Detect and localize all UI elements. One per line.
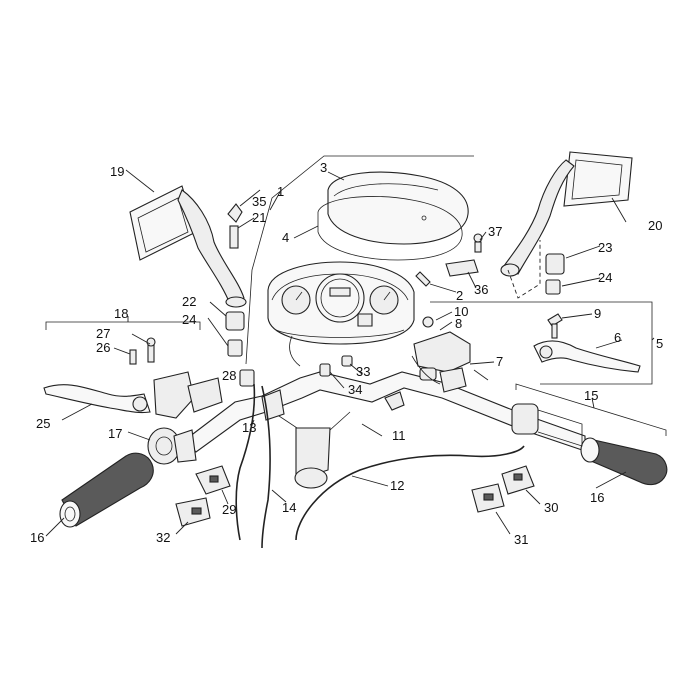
screw-9: [547, 313, 563, 339]
switch-30: [501, 465, 535, 495]
callout-33: 33: [356, 364, 370, 379]
cluster-gasket: [317, 196, 463, 261]
leader-lines: [45, 169, 655, 537]
nut-10: [422, 316, 434, 328]
callout-11: 11: [392, 428, 406, 443]
callout-35: 35: [252, 194, 266, 209]
callout-31: 31: [514, 532, 528, 547]
callout-24-right: 24: [598, 270, 612, 285]
callout-10: 10: [454, 304, 468, 319]
mirror-bracket-dashed: [507, 240, 541, 299]
callout-30: 30: [544, 500, 558, 515]
switch-31: [471, 483, 505, 513]
callout-19: 19: [110, 164, 124, 179]
callout-20: 20: [648, 218, 662, 233]
callout-24-left: 24: [182, 312, 196, 327]
callout-7: 7: [496, 354, 503, 369]
nut-34: [319, 363, 331, 377]
bracket-18: [45, 321, 201, 330]
switch-32: [175, 497, 211, 527]
right-mirror: [500, 151, 633, 277]
wire-harness: [289, 335, 441, 385]
callout-36: 36: [474, 282, 488, 297]
cable-13: [235, 383, 256, 541]
master-cylinder: [413, 331, 489, 393]
callout-1: 1: [277, 184, 284, 199]
callout-22: 22: [182, 294, 196, 309]
callout-28: 28: [222, 368, 236, 383]
right-grip: [580, 437, 668, 486]
mirror-spacer-left: [225, 311, 245, 357]
right-brake-lever: [533, 340, 641, 373]
mirror-spacer-right: [545, 253, 565, 295]
nut-33: [341, 355, 353, 367]
left-lever-bracket: [129, 337, 195, 419]
right-throttle-tube: [511, 403, 583, 447]
left-mirror: [129, 185, 247, 308]
screw-37: [473, 233, 483, 253]
callout-29: 29: [222, 502, 236, 517]
callout-6: 6: [614, 330, 621, 345]
callout-27: 27: [96, 326, 110, 341]
callout-2: 2: [456, 288, 463, 303]
left-grip: [59, 452, 154, 528]
callout-26: 26: [96, 340, 110, 355]
connector-36: [445, 259, 479, 277]
callout-14: 14: [282, 500, 296, 515]
callout-5: 5: [656, 336, 663, 351]
callout-16-left: 16: [30, 530, 44, 545]
bracket-15: [515, 383, 667, 436]
cable-12: [295, 445, 525, 541]
bracket-1: [245, 155, 474, 365]
callout-37: 37: [488, 224, 502, 239]
callout-labels: 1 2 3 4 5 6 7 8 9 10 11 12 13 14 15 16 1…: [30, 160, 663, 547]
handlebar-tube: [184, 371, 586, 489]
callout-17: 17: [108, 426, 122, 441]
left-brake-lever: [43, 384, 151, 414]
cluster-cover: [327, 171, 469, 245]
callout-25: 25: [36, 416, 50, 431]
callout-3: 3: [320, 160, 327, 175]
callout-32: 32: [156, 530, 170, 545]
callout-21: 21: [252, 210, 266, 225]
callout-34: 34: [348, 382, 362, 397]
bracket-5: [430, 301, 653, 385]
callout-8: 8: [455, 316, 462, 331]
cable-14: [261, 385, 271, 549]
callout-13: 13: [242, 420, 256, 435]
callout-15: 15: [584, 388, 598, 403]
callout-16-right: 16: [590, 490, 604, 505]
callout-23: 23: [598, 240, 612, 255]
callout-18: 18: [114, 306, 128, 321]
screw-2: [415, 271, 431, 287]
instrument-cluster: [267, 261, 415, 345]
throttle-housing: [147, 427, 197, 465]
left-switch-block: [187, 369, 255, 413]
switch-29: [195, 465, 231, 495]
callout-12: 12: [390, 478, 404, 493]
callout-4: 4: [282, 230, 289, 245]
callout-9: 9: [594, 306, 601, 321]
screw-35: [227, 203, 243, 249]
